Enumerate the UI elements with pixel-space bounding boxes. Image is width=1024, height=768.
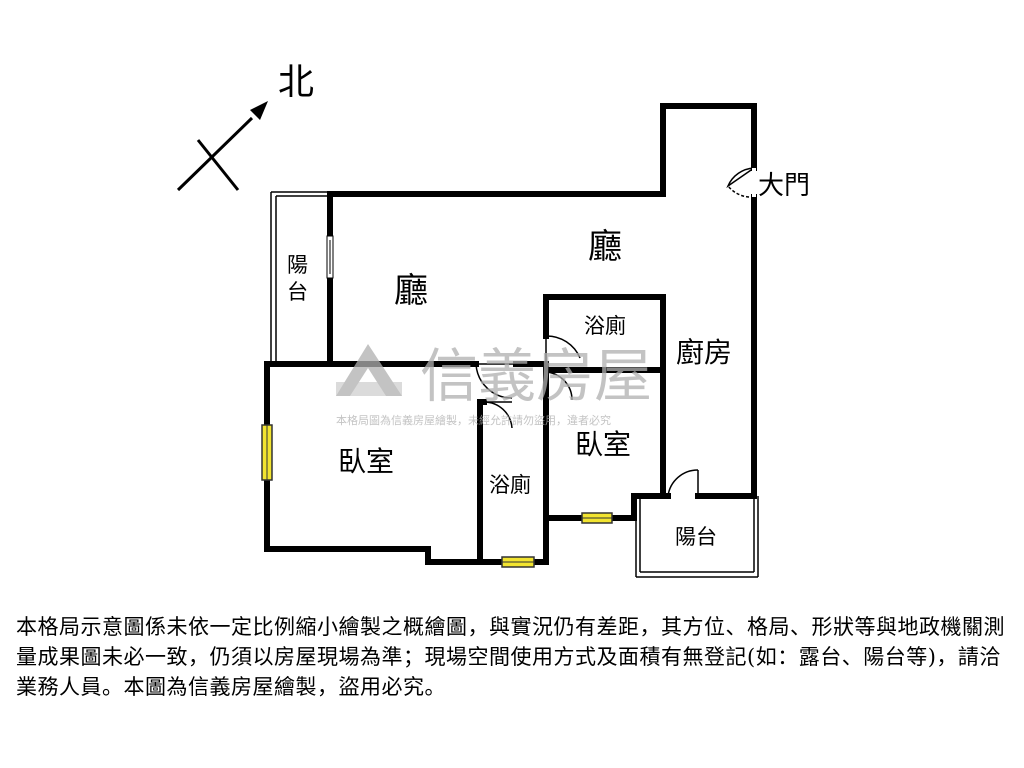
window-bath-lower <box>501 556 535 568</box>
north-compass: 北 <box>176 62 314 192</box>
compass-arrow-shaft <box>176 116 254 192</box>
room-label-balcony-left: 陽 台 <box>287 253 315 304</box>
north-label: 北 <box>278 62 314 103</box>
room-label-bath-lower: 浴廁 <box>489 473 531 497</box>
bedroom-right-door-swing[interactable] <box>545 371 573 401</box>
watermark-logo-icon <box>336 344 402 396</box>
watermark-brand: 信義房屋 <box>420 342 652 410</box>
interior-walls <box>264 294 666 565</box>
room-label-living-left: 廳 <box>394 271 428 311</box>
bath-lower-door-swing[interactable] <box>483 401 513 429</box>
main-door-swing[interactable] <box>726 167 756 198</box>
balcony-right-door-swing[interactable] <box>667 469 699 497</box>
window-bedroom-left <box>261 424 273 481</box>
bedroom-left-door-swing[interactable] <box>475 363 516 399</box>
bath-upper-door-swing[interactable] <box>545 335 581 364</box>
room-label-bedroom-right: 臥室 <box>575 428 631 461</box>
main-door-label: 大門 <box>758 171 810 201</box>
room-label-living-main: 廳 <box>588 227 622 267</box>
watermark: 信義房屋 本格局圖為信義房屋繪製，未經允許請勿盜用，違者必究 <box>336 342 652 427</box>
compass-arrow-head <box>250 101 268 120</box>
balcony-left-outline <box>270 191 330 364</box>
room-label-balcony-right: 陽台 <box>675 525 717 549</box>
disclaimer-text: 本格局示意圖係未依一定比例縮小繪製之概繪圖，與實況仍有差距，其方位、格局、形狀等… <box>16 615 1005 699</box>
window-bedroom-right <box>581 512 613 524</box>
balcony-sliding-door[interactable] <box>326 235 334 279</box>
compass-cross-line <box>196 139 240 191</box>
room-label-kitchen: 廚房 <box>676 336 732 369</box>
floor-plan: 北 <box>176 62 810 578</box>
room-label-bath-upper: 浴廁 <box>584 314 626 338</box>
watermark-small-text: 本格局圖為信義房屋繪製，未經允許請勿盜用，違者必究 <box>336 413 611 427</box>
room-label-bedroom-left: 臥室 <box>338 445 394 478</box>
